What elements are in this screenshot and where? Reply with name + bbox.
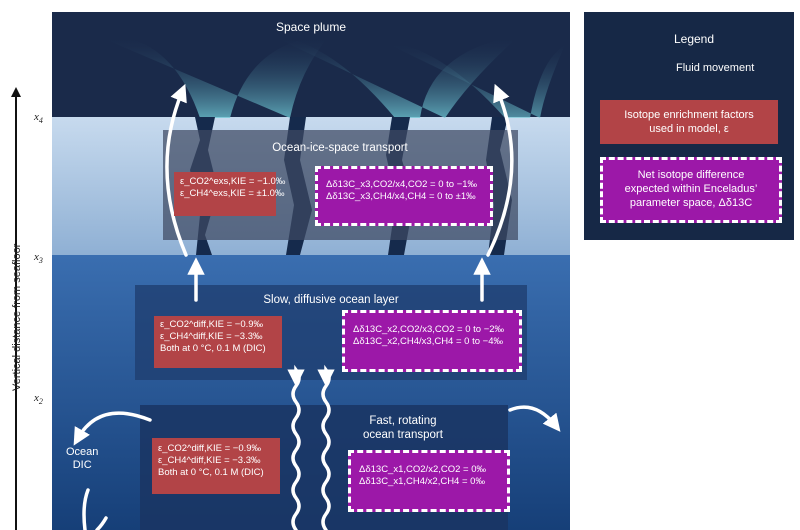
legend-isotope-line: expected within Enceladus’: [624, 183, 758, 195]
axis-tick-x4: x4: [34, 111, 43, 126]
legend-isotope-swatch: Net isotope difference expected within E…: [600, 157, 782, 223]
y-axis-title: Vertical distance from seafloor: [11, 243, 23, 391]
isotope-difference-line: Δδ13C_x1,CH4/x2,CH4 = 0‰: [359, 476, 485, 487]
legend-isotope-line: Net isotope difference: [637, 169, 745, 181]
axis-tick-x3: x3: [34, 251, 43, 266]
enrichment-line: ε_CH4^diff,KIE = −3.3‰: [158, 455, 261, 466]
legend-enrichment-line: Isotope enrichment factors: [624, 109, 754, 121]
enrichment-box-ocean-ice-space: ε_CO2^exs,KIE = −1.0‰ ε_CH4^exs,KIE = ±1…: [174, 172, 286, 216]
enrichment-line: Both at 0 °C, 0.1 M (DIC): [158, 467, 264, 478]
section-title-ocean-ice-space: Ocean-ice-space transport: [272, 142, 408, 154]
section-title-slow-diffusive: Slow, diffusive ocean layer: [263, 294, 399, 306]
section-title-fast-rotating: Fast, rotating ocean transport: [363, 414, 443, 442]
legend-arrow-label: Fluid movement: [676, 62, 755, 74]
isotope-difference-line: Δδ13C_x3,CH4/x4,CH4 = 0 to ±1‰: [326, 191, 476, 202]
isotope-difference-line: Δδ13C_x1,CO2/x2,CO2 = 0‰: [359, 464, 487, 475]
enrichment-box-slow-diffusive: ε_CO2^diff,KIE = −0.9‰ ε_CH4^diff,KIE = …: [154, 316, 282, 368]
enrichment-line: ε_CO2^exs,KIE = −1.0‰: [180, 176, 286, 187]
isotope-difference-box-slow-diffusive: Δδ13C_x2,CO2/x3,CO2 = 0 to −2‰ Δδ13C_x2,…: [342, 310, 522, 372]
isotope-difference-box-ocean-ice-space: Δδ13C_x3,CO2/x4,CO2 = 0 to −1‰ Δδ13C_x3,…: [315, 166, 493, 226]
isotope-difference-line: Δδ13C_x2,CO2/x3,CO2 = 0 to −2‰: [353, 324, 505, 335]
section-title-line: Fast, rotating: [369, 415, 437, 427]
ocean-dic-label: Ocean DIC: [66, 446, 98, 472]
legend-title: Legend: [673, 32, 715, 46]
enrichment-line: ε_CO2^diff,KIE = −0.9‰: [158, 443, 262, 454]
legend-panel: Legend Fluid movement Isotope enrichment…: [584, 12, 794, 240]
legend-enrichment-swatch: Isotope enrichment factors used in model…: [600, 100, 778, 144]
isotope-difference-line: Δδ13C_x2,CH4/x3,CH4 = 0 to −4‰: [353, 336, 503, 347]
enrichment-line: ε_CH4^diff,KIE = −3.3‰: [160, 331, 263, 342]
ocean-dic-line: Ocean: [66, 446, 99, 458]
enrichment-box-fast-rotating: ε_CO2^diff,KIE = −0.9‰ ε_CH4^diff,KIE = …: [152, 438, 280, 494]
enrichment-line: ε_CO2^diff,KIE = −0.9‰: [160, 319, 264, 330]
space-plume-label: Space plume: [275, 20, 347, 34]
enrichment-line: ε_CH4^exs,KIE = ±1.0‰: [180, 188, 285, 199]
section-title-line: ocean transport: [363, 429, 443, 441]
enrichment-line: Both at 0 °C, 0.1 M (DIC): [160, 343, 266, 354]
legend-enrichment-line: used in model, ε: [649, 123, 729, 135]
ocean-dic-line: DIC: [72, 459, 92, 471]
legend-isotope-line: parameter space, Δδ13C: [629, 197, 753, 209]
plume-jets: [95, 34, 565, 118]
axis-tick-x2: x2: [34, 392, 43, 407]
isotope-difference-line: Δδ13C_x3,CO2/x4,CO2 = 0 to −1‰: [326, 179, 478, 190]
isotope-difference-box-fast-rotating: Δδ13C_x1,CO2/x2,CO2 = 0‰ Δδ13C_x1,CH4/x2…: [348, 450, 510, 512]
fluid-arrows: [73, 83, 561, 530]
